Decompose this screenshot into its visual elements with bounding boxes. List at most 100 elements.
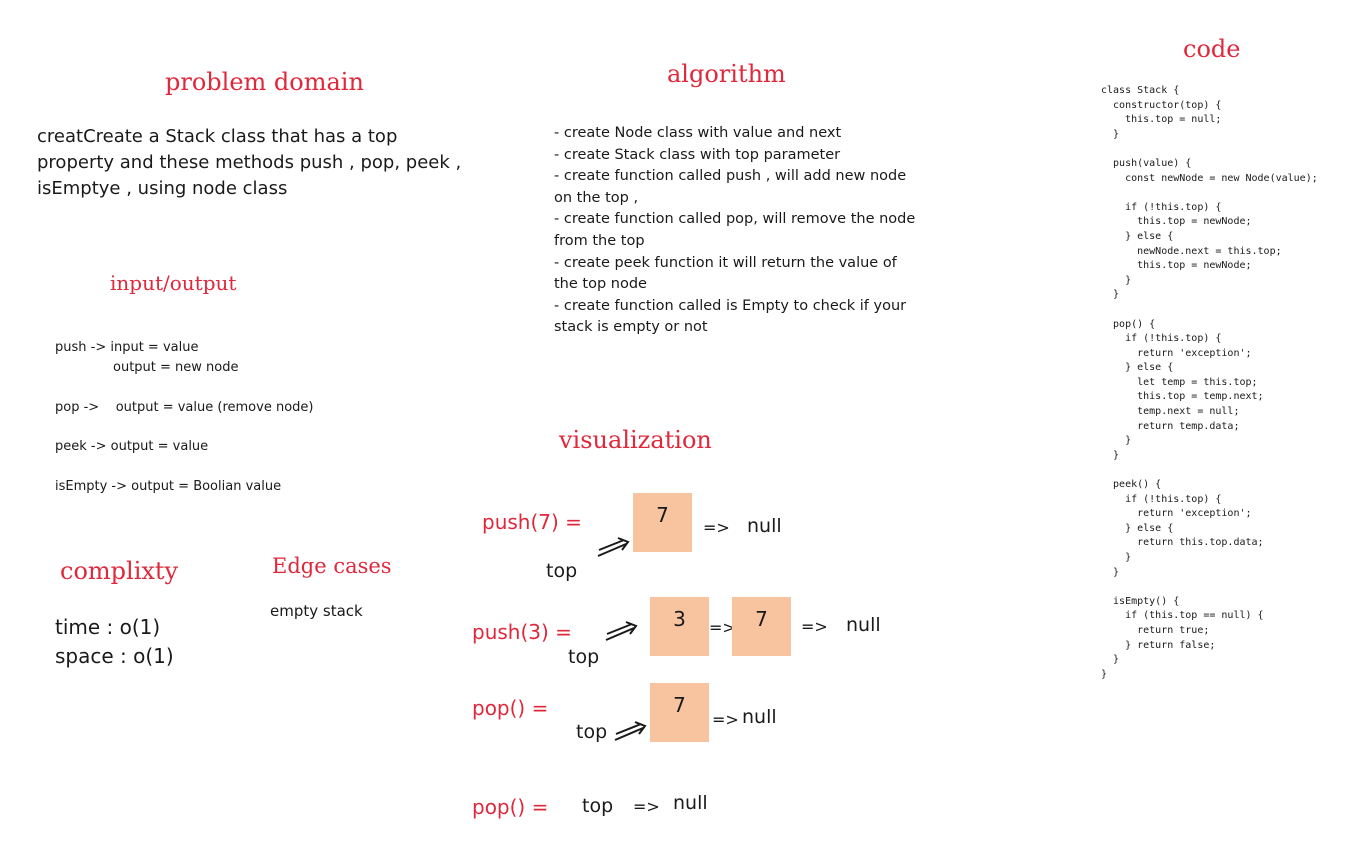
complexity-title: complixty — [60, 557, 179, 585]
problem-domain-line: creatCreate a Stack class that has a top — [37, 126, 398, 147]
stack-node: 7 — [650, 683, 709, 742]
pop1-label: pop() = — [472, 696, 549, 720]
code-line: pop() { — [1101, 318, 1156, 330]
edge-cases-text: empty stack — [270, 602, 363, 620]
code-line: class Stack { — [1101, 85, 1180, 96]
stack-node: 7 — [633, 493, 692, 552]
edge-cases-title: Edge cases — [272, 554, 392, 578]
pop1-top-label: top — [576, 721, 608, 743]
code-line: } — [1101, 552, 1132, 563]
code-line — [1101, 142, 1318, 157]
pop2-top-label: top — [582, 795, 614, 817]
code-line: } return false; — [1101, 639, 1216, 651]
complexity-time: time : o(1) — [55, 615, 161, 639]
algorithm-line: from the top — [554, 232, 645, 249]
code-line: } — [1101, 566, 1120, 578]
push3-label: push(3) = — [472, 620, 572, 644]
node-value: 3 — [673, 607, 686, 631]
code-line: this.top = newNode; — [1101, 260, 1252, 272]
code-title: code — [1183, 35, 1241, 63]
code-line: let temp = this.top; — [1101, 376, 1258, 388]
io-isempty-line: isEmpty -> output = Boolian value — [55, 479, 282, 494]
problem-domain-title: problem domain — [165, 68, 364, 96]
algorithm-line: - create function called push , will add… — [554, 168, 907, 185]
algorithm-line: - create Stack class with top parameter — [554, 146, 841, 163]
code-line: if (this.top == null) { — [1101, 610, 1264, 622]
code-line: } — [1101, 668, 1108, 680]
top-pointer-arrow-icon — [614, 721, 647, 741]
code-line: isEmpty() { — [1101, 595, 1180, 607]
code-line: if (!this.top) { — [1101, 493, 1222, 505]
code-line: } — [1101, 654, 1120, 666]
next-arrow: => — [712, 710, 739, 729]
algorithm-line: - create function called is Empty to che… — [554, 297, 907, 314]
pop2-label: pop() = — [472, 795, 549, 819]
algorithm-line: on the top , — [554, 189, 639, 206]
code-line: } — [1101, 449, 1120, 461]
code-line — [1101, 463, 1318, 478]
code-line: } — [1101, 289, 1120, 301]
code-block: class Stack { constructor(top) { this.to… — [1101, 84, 1318, 682]
push7-top-label: top — [546, 560, 578, 582]
code-line: const newNode = new Node(value); — [1101, 172, 1318, 184]
code-line: return true; — [1101, 624, 1210, 636]
problem-domain-line: isEmptye , using node class — [37, 178, 288, 199]
next-arrow: => — [633, 797, 660, 816]
code-line: push(value) { — [1101, 157, 1192, 169]
algorithm-line: - create Node class with value and next — [554, 125, 842, 141]
stack-node: 3 — [650, 597, 709, 656]
code-line: peek() { — [1101, 479, 1162, 491]
code-line: newNode.next = this.top; — [1101, 245, 1282, 257]
push7-label: push(7) = — [482, 510, 582, 534]
io-push-output-line: output = new node — [113, 360, 239, 375]
input-output-title: input/output — [110, 271, 237, 295]
code-line: this.top = temp.next; — [1101, 391, 1264, 403]
code-line: if (!this.top) { — [1101, 201, 1222, 213]
visualization-title: visualization — [559, 426, 712, 454]
node-value: 7 — [755, 607, 768, 631]
io-pop-line: pop -> output = value (remove node) — [55, 400, 314, 415]
problem-domain-text: creatCreate a Stack class that has a top… — [37, 124, 461, 202]
code-line: return temp.data; — [1101, 420, 1240, 432]
null-label: null — [747, 515, 782, 537]
null-label: null — [673, 792, 708, 814]
null-label: null — [742, 706, 777, 728]
code-line: constructor(top) { — [1101, 99, 1222, 111]
algorithm-line: stack is empty or not — [554, 319, 708, 336]
code-line — [1101, 303, 1318, 318]
algorithm-line: - create peek function it will return th… — [554, 254, 897, 271]
code-line: } else { — [1101, 522, 1174, 534]
code-line: if (!this.top) { — [1101, 333, 1222, 345]
io-peek-line: peek -> output = value — [55, 439, 209, 454]
code-line: return 'exception'; — [1101, 508, 1252, 520]
algorithm-line: the top node — [554, 276, 647, 293]
code-line: } — [1101, 128, 1120, 140]
code-line: } else { — [1101, 230, 1174, 242]
stack-node: 7 — [732, 597, 791, 656]
problem-domain-line: property and these methods push , pop, p… — [37, 152, 462, 173]
top-pointer-arrow-icon — [605, 621, 638, 641]
next-arrow: => — [709, 618, 736, 637]
top-pointer-arrow-icon — [597, 537, 630, 557]
code-line: this.top = newNode; — [1101, 216, 1252, 228]
push3-top-label: top — [568, 646, 600, 668]
code-line: } — [1101, 435, 1132, 447]
code-line — [1101, 580, 1318, 595]
code-line: } — [1101, 274, 1132, 286]
code-line: temp.next = null; — [1101, 406, 1240, 418]
next-arrow: => — [703, 518, 730, 537]
null-label: null — [846, 614, 881, 636]
io-push-line: push -> input = value — [55, 340, 199, 355]
code-line — [1101, 186, 1318, 201]
next-arrow: => — [801, 617, 828, 636]
code-line: return this.top.data; — [1101, 537, 1264, 549]
code-line: this.top = null; — [1101, 114, 1222, 126]
complexity-space: space : o(1) — [55, 644, 174, 668]
algorithm-title: algorithm — [667, 60, 786, 88]
node-value: 7 — [673, 693, 686, 717]
code-line: } else { — [1101, 362, 1174, 374]
algorithm-steps: - create Node class with value and next … — [554, 123, 915, 339]
algorithm-line: - create function called pop, will remov… — [554, 211, 916, 228]
node-value: 7 — [656, 503, 669, 527]
code-line: return 'exception'; — [1101, 347, 1252, 359]
